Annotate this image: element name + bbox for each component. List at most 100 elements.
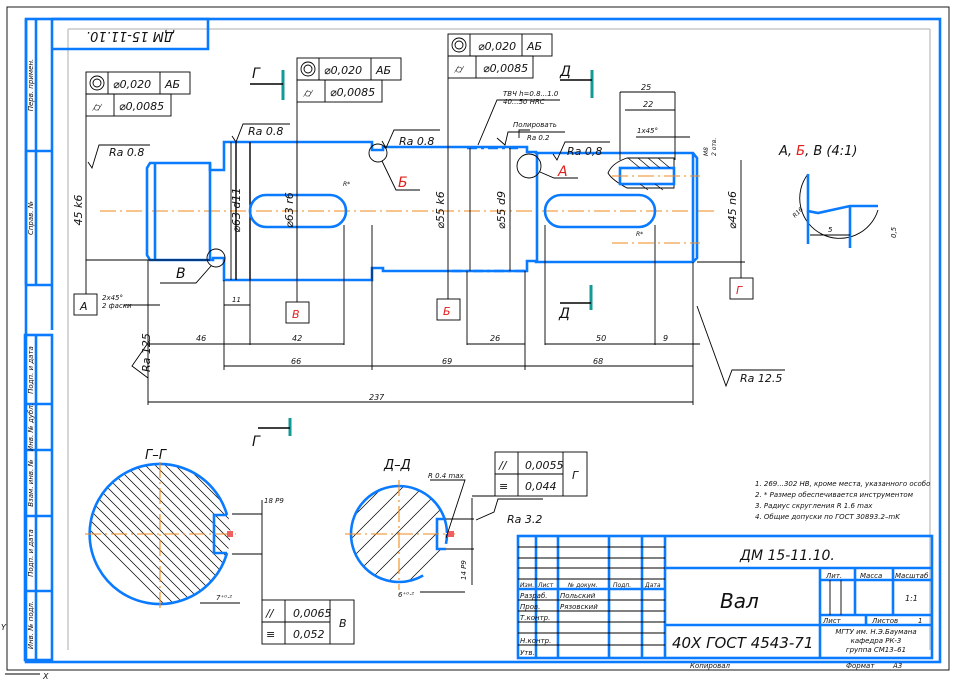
- svg-text:А, Б, В (4:1): А, Б, В (4:1): [778, 144, 857, 159]
- svg-text:0,0065: 0,0065: [293, 607, 332, 620]
- svg-text:Д: Д: [559, 64, 571, 80]
- svg-text:18 P9: 18 P9: [264, 497, 284, 505]
- datum-refs: АБ: [375, 64, 391, 77]
- svg-text:1x45°: 1x45°: [637, 127, 658, 135]
- section-markers: Г Г Д Д: [250, 64, 594, 450]
- svg-text://: //: [265, 607, 275, 620]
- svg-text:2 отв.: 2 отв.: [711, 138, 718, 156]
- detail-label-v: В: [176, 266, 186, 282]
- svg-text:Г–Г: Г–Г: [145, 448, 168, 463]
- detail-label-a: А: [557, 164, 568, 180]
- side-column-top: Перв. примен. Справ. №: [24, 19, 54, 330]
- svg-text:Лит.: Лит.: [825, 572, 842, 580]
- svg-text:№ докум.: № докум.: [567, 582, 598, 589]
- svg-text:X: X: [42, 672, 49, 680]
- svg-text:46: 46: [196, 334, 206, 343]
- svg-text:⌀45 n6: ⌀45 n6: [726, 191, 739, 229]
- label-inv-podl: Инв. № подл.: [27, 601, 35, 649]
- cylindricity-value: ⌀0,0085: [330, 86, 375, 99]
- linear-dims: 46 42 66 69 26 50 9 68 237 11 2x45° 2 фа…: [102, 83, 718, 405]
- runout-value: ⌀0,020: [113, 78, 151, 91]
- ucs-icon: Y X: [1, 623, 49, 680]
- roughness-r1: Ra 0.8: [109, 146, 144, 159]
- svg-text:В: В: [339, 617, 347, 630]
- svg-text:42: 42: [292, 334, 302, 343]
- cylindricity-value: ⌀0,0085: [483, 62, 528, 75]
- svg-text:50: 50: [596, 334, 606, 343]
- svg-text:R*: R*: [636, 231, 643, 238]
- svg-text:2. * Размер обеспечивается инс: 2. * Размер обеспечивается инструментом: [755, 491, 914, 499]
- svg-text:ТВЧ h=0.8...1.0: ТВЧ h=0.8...1.0: [503, 90, 559, 98]
- svg-text:Масса: Масса: [860, 572, 882, 580]
- svg-text:Дата: Дата: [644, 582, 661, 589]
- svg-text:⌀63 r6: ⌀63 r6: [283, 192, 296, 228]
- svg-text:Лист: Лист: [537, 582, 554, 589]
- svg-text:Лист: Лист: [822, 617, 842, 625]
- runout-value: ⌀0,020: [324, 64, 362, 77]
- svg-text:69: 69: [442, 357, 452, 366]
- datum-refs: АБ: [526, 40, 542, 53]
- svg-text:Изм.: Изм.: [520, 582, 534, 589]
- svg-text:Г: Г: [736, 284, 743, 297]
- roughness-r7: Ra 12.5: [740, 372, 782, 385]
- svg-text:⌭: ⌭: [92, 100, 103, 114]
- label-inv-dubl: Инв. № дубл.: [27, 403, 35, 451]
- roughness-r5: Ra 0.2: [527, 134, 550, 142]
- svg-text:1: 1: [918, 617, 922, 625]
- svg-text:Копировал: Копировал: [690, 662, 731, 670]
- tolerance-frame-left: ⌭ ⌀0,020 АБ ⌀0,0085: [85, 71, 191, 265]
- svg-text:кафедра РК-3: кафедра РК-3: [851, 637, 902, 645]
- tb-material: 40Х ГОСТ 4543-71: [672, 634, 813, 652]
- svg-text:⌭: ⌭: [454, 62, 465, 76]
- cylindricity-value: ⌀0,0085: [119, 100, 164, 113]
- svg-text:9: 9: [663, 334, 668, 343]
- svg-text:Д–Д: Д–Д: [383, 458, 411, 473]
- svg-text:группа СМ13–61: группа СМ13–61: [846, 646, 906, 654]
- svg-text:Рязовский: Рязовский: [560, 603, 598, 611]
- svg-text:А: А: [79, 300, 88, 313]
- svg-text:0,0055: 0,0055: [525, 459, 564, 472]
- svg-text:40...50 HRC: 40...50 HRC: [503, 98, 545, 106]
- svg-text:Y: Y: [1, 623, 7, 632]
- svg-text:Подп.: Подп.: [613, 582, 631, 589]
- svg-text:Масштаб: Масштаб: [895, 572, 929, 580]
- roughness-r4: Ra 0,8: [567, 145, 602, 158]
- threaded-hole: [607, 157, 700, 244]
- svg-text:≡: ≡: [266, 628, 275, 641]
- roughness-r2: Ra 0.8: [248, 125, 283, 138]
- svg-text:⌭: ⌭: [303, 86, 314, 100]
- svg-text:МГТУ им. Н.Э.Баумана: МГТУ им. Н.Э.Баумана: [835, 628, 916, 636]
- svg-text:Формат: Формат: [846, 662, 875, 670]
- datum-refs: АБ: [164, 78, 180, 91]
- svg-text:14 P9: 14 P9: [460, 560, 468, 580]
- outer-frame: [6, 6, 950, 671]
- svg-text:R16: R16: [791, 206, 804, 219]
- tb-designation: ДМ 15-11.10.: [739, 548, 835, 564]
- svg-text:M8: M8: [703, 147, 710, 156]
- svg-text:Листов: Листов: [871, 617, 898, 625]
- svg-text:66: 66: [291, 357, 301, 366]
- diameter-dims: 45 k6 ⌀63 d11 ⌀63 r6 ⌀55 k6 ⌀55 d9 ⌀45 n…: [72, 142, 742, 280]
- tolerance-frame-right: ⌭ ⌀0,020 АБ ⌀0,0085: [447, 33, 553, 272]
- svg-text:5: 5: [828, 226, 833, 234]
- roughness-r6: Ra 125: [140, 333, 153, 372]
- svg-text:Г: Г: [252, 66, 261, 82]
- svg-text:⌀55 k6: ⌀55 k6: [434, 191, 447, 229]
- svg-text:Д: Д: [558, 306, 570, 322]
- heat-treatment-note: ТВЧ h=0.8...1.0 40...50 HRC Полировать: [477, 90, 560, 146]
- label-sprav-no: Справ. №: [27, 201, 35, 235]
- svg-text:≡: ≡: [499, 480, 508, 493]
- svg-text:R*: R*: [343, 181, 350, 188]
- mirrored-designation: ДМ 15-11.10.: [86, 28, 175, 43]
- svg-text:1:1: 1:1: [905, 594, 918, 603]
- title-block: Изм. Лист № докум. Подп. Дата Разраб. Пр…: [516, 534, 934, 670]
- svg-text:Т.контр.: Т.контр.: [520, 614, 550, 622]
- detail-circle-b: [368, 143, 388, 163]
- svg-text:7⁺⁰·²: 7⁺⁰·²: [216, 594, 232, 602]
- svg-text:2x45°: 2x45°: [102, 294, 123, 302]
- svg-text:4. Общие допуски по ГОСТ 30893: 4. Общие допуски по ГОСТ 30893.2–mK: [755, 513, 901, 521]
- svg-text:Г: Г: [252, 434, 261, 450]
- svg-text:Г: Г: [572, 469, 579, 482]
- svg-text:26: 26: [490, 334, 500, 343]
